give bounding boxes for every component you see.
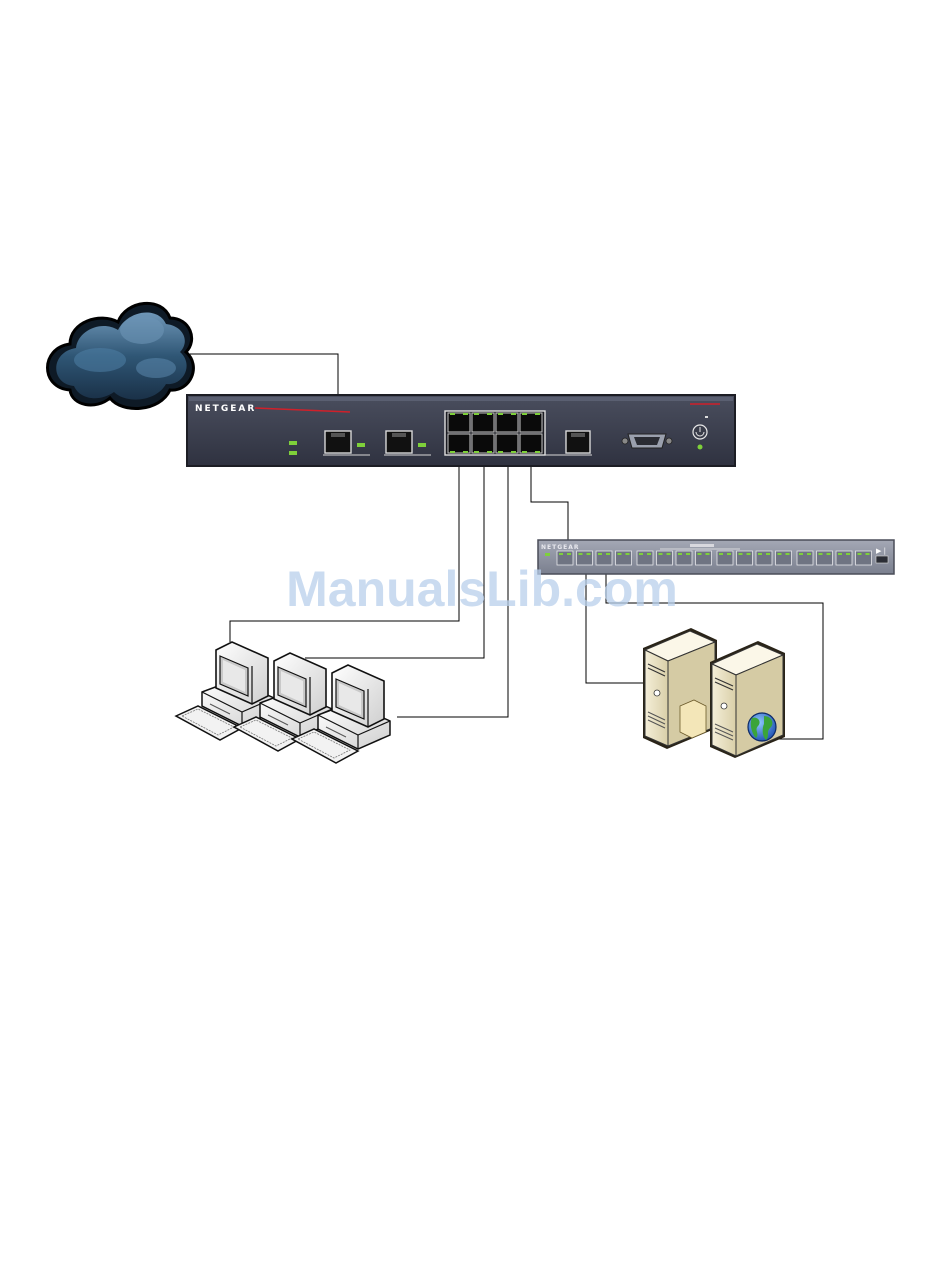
- svg-text:▶ |: ▶ |: [876, 547, 886, 555]
- router-wan-port-2: [386, 431, 412, 453]
- switch-port: [756, 551, 772, 565]
- switch-port: [797, 551, 813, 565]
- switch-power-led: [545, 553, 550, 556]
- switch-port: [676, 551, 692, 565]
- switch-port: [856, 551, 872, 565]
- switch-port: [817, 551, 833, 565]
- router-aux-port: [566, 431, 590, 453]
- router-lan-ports: [445, 411, 545, 455]
- server-tower-icon: [710, 641, 785, 758]
- router-led-1: [289, 441, 297, 445]
- switch-port: [737, 551, 753, 565]
- internet-cloud-icon: [48, 303, 194, 408]
- router-wan-port: [325, 431, 351, 453]
- watermark: ManualsLib.com: [286, 561, 678, 617]
- switch-port: [776, 551, 792, 565]
- switch-port: [696, 551, 712, 565]
- workstations: [176, 642, 390, 763]
- cable-router-to-pc2: [305, 451, 484, 658]
- router-brand: NETGEAR: [195, 404, 256, 414]
- router-led-2: [289, 451, 297, 455]
- switch-port: [717, 551, 733, 565]
- server-tower-icon: [643, 628, 717, 749]
- globe-icon: [748, 713, 776, 741]
- switch-brand: NETGEAR: [541, 544, 580, 551]
- router: NETGEAR: [187, 395, 735, 466]
- servers: [643, 628, 785, 758]
- switch-port: [836, 551, 852, 565]
